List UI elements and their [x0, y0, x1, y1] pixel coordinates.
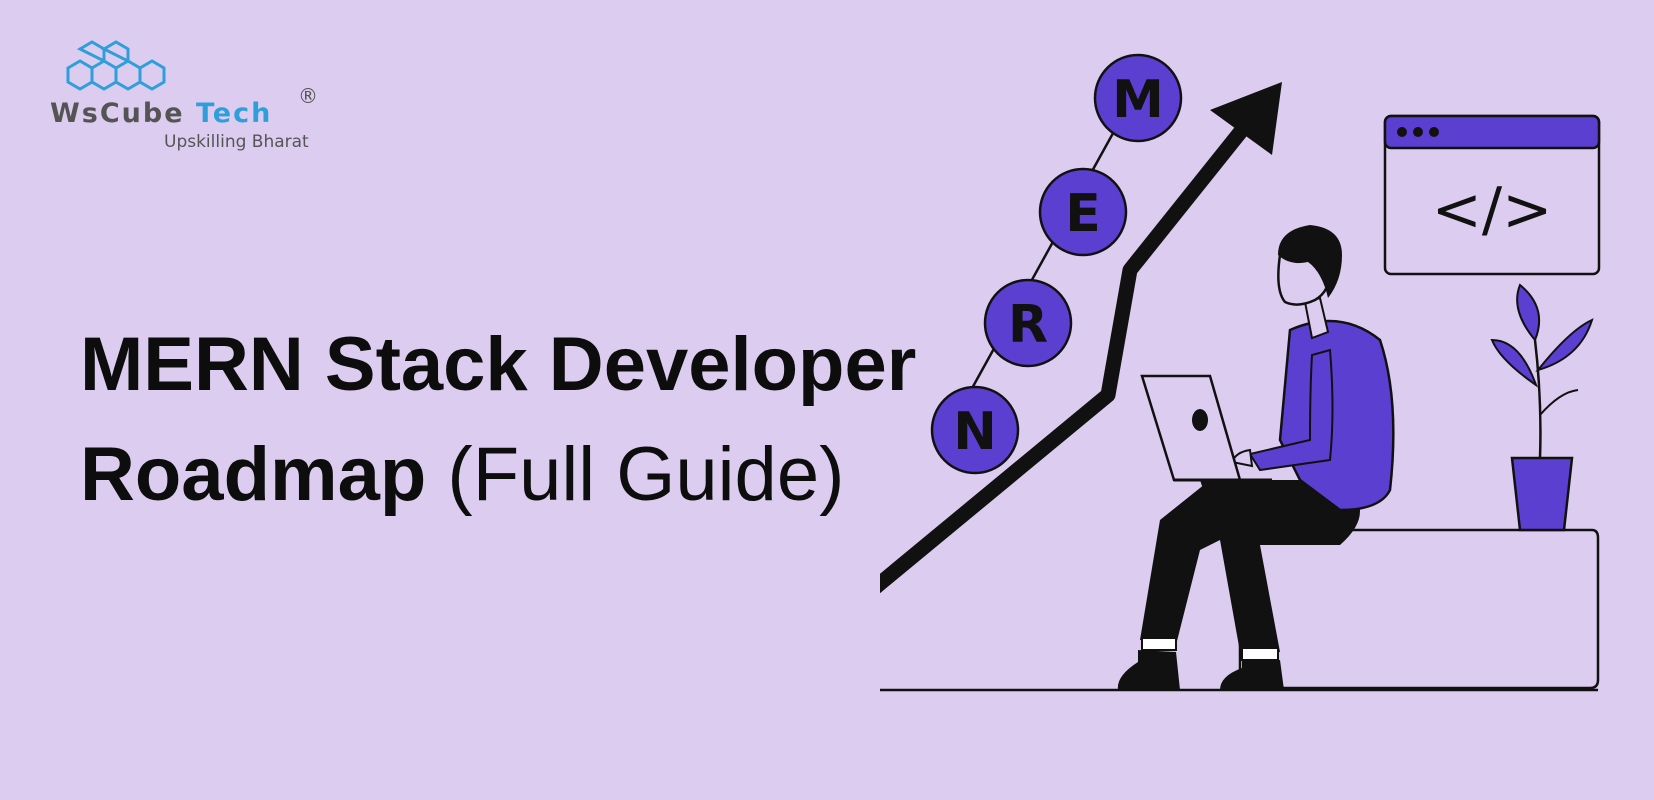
badge-m-label: M	[1112, 70, 1164, 130]
badge-e-label: E	[1065, 184, 1101, 244]
badge-n: N	[930, 385, 1020, 475]
brand-logo: WsCube Tech ® Upskilling Bharat	[46, 40, 326, 160]
hexagon-logo-icon	[66, 40, 166, 91]
arrow-head-icon	[1210, 82, 1282, 155]
developer-person	[1117, 225, 1395, 690]
growth-arrow-icon	[880, 112, 1258, 594]
badge-r-label: R	[1008, 295, 1048, 355]
title-line-2: Roadmap (Full Guide)	[80, 420, 1000, 530]
title-line-2-light: (Full Guide)	[447, 432, 845, 517]
title-line-2-bold: Roadmap	[80, 432, 427, 517]
badge-e: E	[1038, 167, 1128, 257]
bench	[1238, 528, 1600, 690]
code-window: </>	[1383, 114, 1601, 276]
badge-n-label: N	[953, 402, 997, 462]
developer-illustration: M E R N </>	[880, 53, 1601, 692]
code-symbol-icon: </>	[1432, 175, 1553, 245]
brand-name: WsCube Tech	[50, 98, 272, 129]
badge-m: M	[1093, 53, 1183, 143]
brand-name-part1: WsCube	[50, 98, 185, 129]
registered-mark: ®	[298, 84, 318, 108]
badge-connector-line	[958, 87, 1140, 411]
plant-icon	[1490, 283, 1594, 532]
badge-r: R	[983, 278, 1073, 368]
page-title: MERN Stack Developer Roadmap (Full Guide…	[80, 310, 1000, 530]
brand-name-part2: Tech	[195, 98, 273, 129]
brand-tagline: Upskilling Bharat	[164, 132, 309, 152]
title-line-1: MERN Stack Developer	[80, 322, 917, 407]
